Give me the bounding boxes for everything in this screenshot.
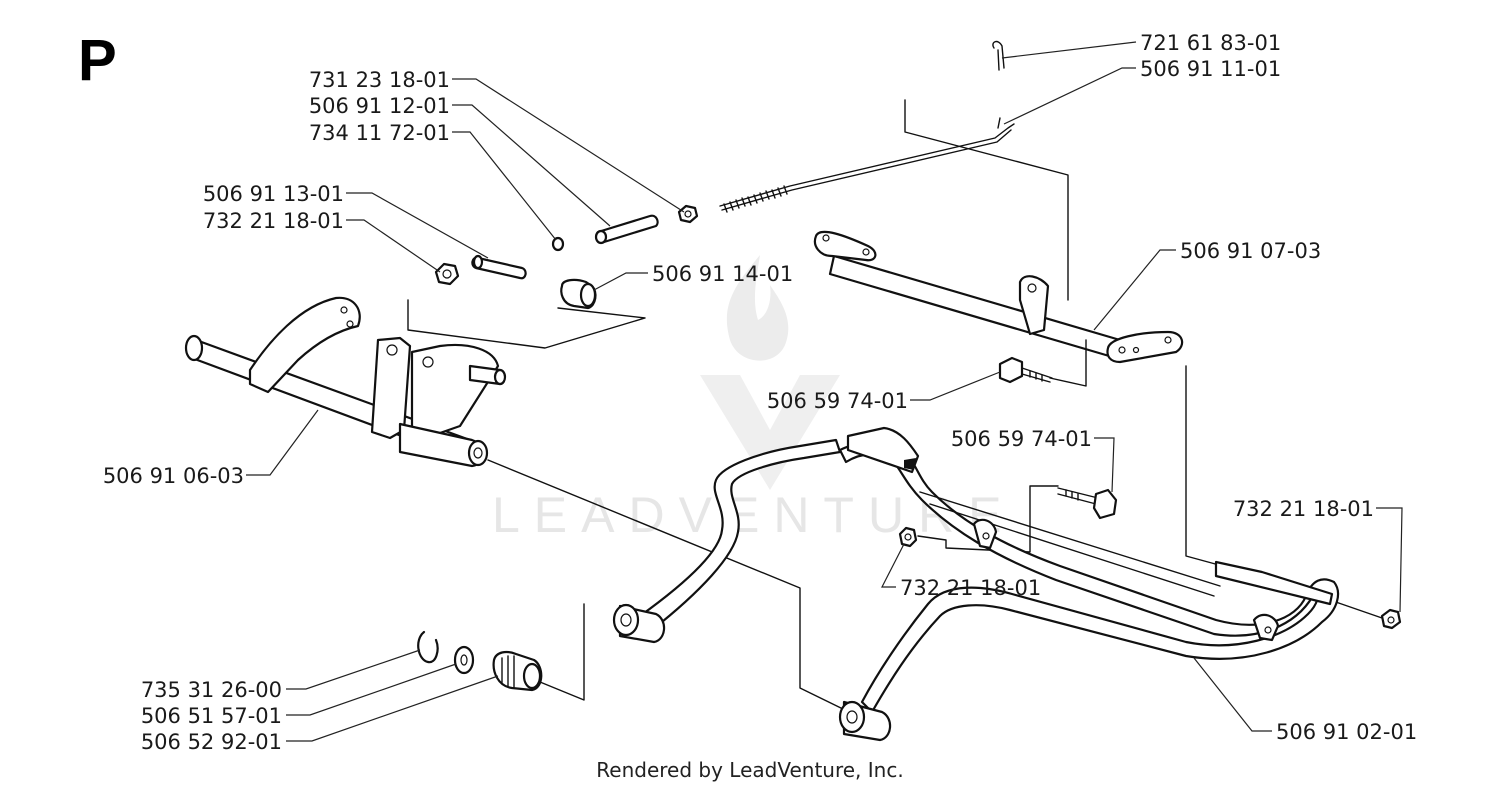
part-label[interactable]: 506 91 06-03	[103, 464, 244, 488]
footer-credit: Rendered by LeadVenture, Inc.	[596, 758, 903, 782]
part-label[interactable]: 732 21 18-01	[900, 576, 1041, 600]
part-label[interactable]: 506 51 57-01	[141, 704, 282, 728]
watermark-v-icon	[700, 375, 840, 490]
leader-lines	[246, 41, 1403, 742]
pivot-shaft-assembly	[184, 296, 507, 468]
part-label[interactable]: 506 59 74-01	[951, 427, 1092, 451]
leader-p5	[452, 131, 557, 241]
watermark-flame-icon	[726, 255, 789, 361]
lock-nut-middle	[898, 526, 918, 548]
cross-shaft	[813, 230, 1184, 364]
lock-nut-left	[434, 262, 460, 286]
part-label[interactable]: 735 31 26-00	[141, 678, 282, 702]
part-label[interactable]: 506 91 07-03	[1180, 239, 1321, 263]
leader-p12	[246, 409, 319, 476]
part-label[interactable]: 506 91 13-01	[203, 182, 344, 206]
part-label[interactable]: 734 11 72-01	[309, 121, 450, 145]
flat-washer	[551, 236, 565, 252]
leader-p7	[346, 219, 441, 273]
leader-p18	[1193, 657, 1272, 732]
part-label[interactable]: 506 91 02-01	[1276, 720, 1417, 744]
rod-nut	[677, 204, 699, 224]
part-label[interactable]: 506 91 12-01	[309, 94, 450, 118]
leader-p4	[452, 104, 611, 227]
leader-p16	[286, 663, 457, 716]
leader-p17	[286, 675, 499, 742]
leader-p3	[452, 78, 685, 213]
part-label[interactable]: 721 61 83-01	[1140, 31, 1281, 55]
leader-p1	[1001, 41, 1137, 59]
retaining-ring	[417, 630, 439, 664]
leader-p6	[346, 192, 489, 259]
control-rod	[719, 99, 1069, 301]
leader-p13	[1376, 507, 1403, 613]
thrust-washer	[453, 645, 475, 675]
rod-spring	[723, 185, 788, 213]
leader-p11	[1094, 437, 1115, 493]
leader-p8	[593, 272, 648, 291]
section-letter: P	[78, 28, 117, 93]
leader-p10	[910, 371, 1001, 401]
leader-p14	[881, 543, 905, 588]
part-label[interactable]: 506 52 92-01	[141, 730, 282, 754]
leader-p2	[1003, 67, 1136, 125]
flanged-bushing	[492, 650, 543, 692]
lock-nut-right	[1380, 608, 1402, 630]
frame-bushing-upper	[612, 603, 666, 644]
part-label[interactable]: 506 91 11-01	[1140, 57, 1281, 81]
part-label[interactable]: 732 21 18-01	[203, 209, 344, 233]
part-label[interactable]: 506 91 14-01	[652, 262, 793, 286]
cotter-pin	[992, 40, 1005, 71]
leader-p15	[286, 649, 421, 690]
spacer-bushing	[560, 278, 597, 310]
leader-p9	[1093, 249, 1176, 331]
sleeve-tube	[594, 214, 659, 245]
drawing	[184, 40, 1403, 742]
lift-frame	[638, 426, 1340, 714]
part-label[interactable]: 506 59 74-01	[767, 389, 908, 413]
shoulder-bolt-upper	[998, 356, 1053, 384]
clevis-pin	[471, 254, 527, 280]
part-label[interactable]: 731 23 18-01	[309, 68, 450, 92]
shoulder-bolt-lower	[1057, 487, 1118, 520]
frame-bushing-lower	[838, 700, 892, 742]
part-labels: 721 61 83-01 506 91 11-01 731 23 18-01 5…	[103, 31, 1417, 754]
part-label[interactable]: 732 21 18-01	[1233, 497, 1374, 521]
